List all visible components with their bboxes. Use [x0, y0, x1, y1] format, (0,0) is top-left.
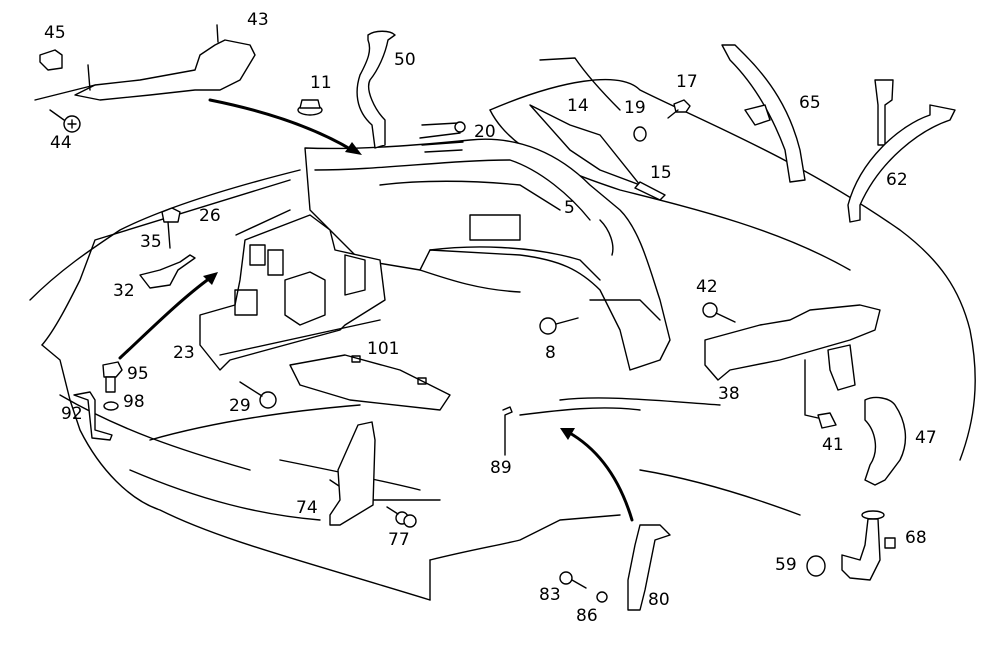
part-38-pipe	[827, 344, 856, 391]
part-17-screw	[667, 99, 691, 119]
part-101-trim	[289, 354, 451, 411]
callout-101: 101	[367, 339, 400, 359]
callout-26: 26	[199, 206, 221, 226]
callout-89: 89	[490, 458, 512, 478]
callout-19: 19	[624, 98, 646, 118]
part-83-bolt	[559, 571, 587, 589]
callout-45: 45	[44, 23, 66, 43]
callout-43: 43	[247, 10, 269, 30]
callout-92: 92	[61, 404, 83, 424]
callout-98: 98	[123, 392, 145, 412]
callout-29: 29	[229, 396, 251, 416]
callout-15: 15	[650, 163, 672, 183]
part-74-bracket	[329, 421, 376, 526]
part-38-bracket	[704, 304, 881, 381]
part-20-rail	[419, 121, 466, 153]
part-32-latch	[139, 254, 196, 289]
part-41-clip	[817, 412, 837, 429]
part-11-nut	[297, 99, 323, 116]
callout-35: 35	[140, 232, 162, 252]
callout-20: 20	[474, 122, 496, 142]
part-47-hose	[864, 396, 907, 486]
part-65-strap	[721, 44, 806, 183]
callout-41: 41	[822, 435, 844, 455]
callout-95: 95	[127, 364, 149, 384]
part-65-tab	[744, 104, 771, 126]
part-45-clip	[39, 49, 63, 71]
part-62-strap	[847, 79, 956, 223]
callout-23: 23	[173, 343, 195, 363]
callout-77: 77	[388, 530, 410, 550]
callout-59: 59	[775, 555, 797, 575]
part-92-bracket	[73, 391, 113, 441]
part-86-washer	[596, 591, 608, 603]
part-26-rod	[235, 209, 291, 236]
part-5-front-structure	[304, 138, 671, 371]
callout-8: 8	[545, 343, 556, 363]
part-59-nut	[806, 555, 826, 577]
part-68-pipe	[841, 510, 896, 581]
callout-74: 74	[296, 498, 318, 518]
part-44-screw	[49, 109, 81, 133]
callout-42: 42	[696, 277, 718, 297]
callout-14: 14	[567, 96, 589, 116]
callout-83: 83	[539, 585, 561, 605]
part-43-bracket	[34, 24, 256, 101]
part-77-clip	[386, 506, 417, 528]
callout-38: 38	[718, 384, 740, 404]
callout-44: 44	[50, 133, 72, 153]
callout-80: 80	[648, 590, 670, 610]
part-19-grommet	[633, 126, 647, 142]
part-29-bolt	[239, 381, 277, 409]
part-35-bolt	[161, 207, 181, 249]
part-80-bracket	[627, 524, 671, 611]
callout-17: 17	[676, 72, 698, 92]
callout-11: 11	[310, 73, 332, 93]
callout-32: 32	[113, 281, 135, 301]
callout-86: 86	[576, 606, 598, 626]
callout-47: 47	[915, 428, 937, 448]
part-98-washer	[103, 401, 119, 411]
callout-50: 50	[394, 50, 416, 70]
part-8-bolt	[539, 317, 579, 335]
part-50-hose	[356, 30, 396, 149]
part-95-bolt	[102, 361, 123, 393]
part-89-hook	[502, 406, 513, 456]
part-41-leader	[804, 359, 819, 419]
assembly-arrows	[118, 98, 634, 522]
part-15-strip	[634, 181, 666, 201]
callout-65: 65	[799, 93, 821, 113]
callout-5: 5	[564, 198, 575, 218]
part-42-screw	[702, 302, 736, 323]
callout-62: 62	[886, 170, 908, 190]
part-23-panel	[199, 214, 386, 371]
callout-68: 68	[905, 528, 927, 548]
